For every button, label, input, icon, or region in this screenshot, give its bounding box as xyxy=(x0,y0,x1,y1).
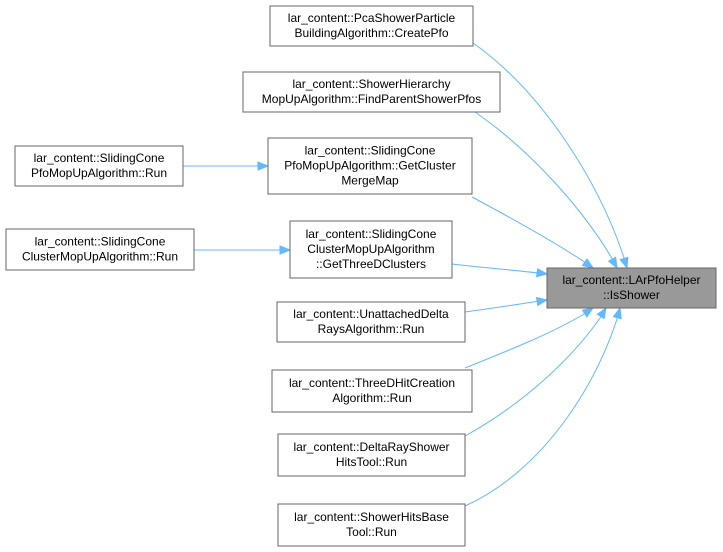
node-label-line: ::IsShower xyxy=(603,288,660,302)
edge-n2-target xyxy=(474,111,618,270)
edge-arrowhead xyxy=(596,306,607,320)
node-label-line: HitsTool::Run xyxy=(336,455,407,469)
caller-node-n3[interactable]: lar_content::SlidingConePfoMopUpAlgorith… xyxy=(267,137,473,195)
caller-node-n2[interactable]: lar_content::ShowerHierarchyMopUpAlgorit… xyxy=(242,71,501,113)
node-label-line: lar_content::SlidingCone xyxy=(34,151,165,165)
node-box xyxy=(267,137,473,195)
node-box xyxy=(277,433,466,477)
nodes-layer: lar_content::LArPfoHelper::IsShowerlar_c… xyxy=(5,5,717,547)
edge-arrowhead xyxy=(581,307,595,318)
edge-line xyxy=(451,263,547,275)
node-box xyxy=(5,228,195,271)
edge-line xyxy=(472,42,628,268)
edge-arrowhead xyxy=(619,256,629,270)
edge-line xyxy=(464,308,607,437)
edge-n9-n3 xyxy=(183,161,270,171)
node-label-line: lar_content::ShowerHierarchy xyxy=(292,77,450,91)
edge-line xyxy=(464,299,547,313)
edge-n10-n4 xyxy=(193,245,292,255)
target-node[interactable]: lar_content::LArPfoHelper::IsShower xyxy=(546,267,717,309)
edge-arrowhead xyxy=(612,306,622,320)
node-label-line: Tool::Run xyxy=(346,525,397,539)
edge-arrowhead xyxy=(535,267,549,278)
node-label-line: lar_content::SlidingCone xyxy=(35,235,166,249)
node-box xyxy=(242,71,501,113)
edge-arrowhead xyxy=(257,161,270,171)
node-label-line: MergeMap xyxy=(341,174,399,188)
edge-arrowhead xyxy=(607,256,618,270)
node-box xyxy=(14,145,184,187)
node-label-line: BuildingAlgorithm::CreatePfo xyxy=(294,26,448,40)
caller-node-n10[interactable]: lar_content::SlidingConeClusterMopUpAlgo… xyxy=(5,228,195,271)
edge-n5-target xyxy=(464,296,549,313)
edge-n3-target xyxy=(471,196,595,269)
edge-n8-target xyxy=(464,306,622,507)
node-label-line: PfoMopUpAlgorithm::Run xyxy=(31,166,167,180)
node-label-line: lar_content::ThreeDHitCreation xyxy=(289,376,455,390)
node-label-line: lar_content::LArPfoHelper xyxy=(562,273,700,287)
node-label-line: ClusterMopUpAlgorithm::Run xyxy=(22,250,178,264)
caller-node-n6[interactable]: lar_content::ThreeDHitCreationAlgorithm:… xyxy=(271,369,473,413)
caller-node-n5[interactable]: lar_content::UnattachedDeltaRaysAlgorith… xyxy=(276,301,466,343)
node-label-line: lar_content::SlidingCone xyxy=(305,144,436,158)
node-box xyxy=(271,369,473,413)
node-box xyxy=(269,5,474,47)
node-box xyxy=(546,267,717,309)
edge-arrowhead xyxy=(535,296,549,307)
node-label-line: lar_content::SlidingCone xyxy=(306,227,437,241)
node-box xyxy=(276,301,466,343)
edge-n4-target xyxy=(451,263,549,278)
node-label-line: ::GetThreeDClusters xyxy=(316,257,426,271)
node-box xyxy=(277,503,466,547)
node-label-line: lar_content::ShowerHitsBase xyxy=(294,510,449,524)
node-label-line: ClusterMopUpAlgorithm xyxy=(307,242,434,256)
edge-arrowhead xyxy=(581,258,595,269)
edge-arrowhead xyxy=(279,245,292,255)
node-label-line: lar_content::PcaShowerParticle xyxy=(288,11,456,25)
node-label-line: lar_content::UnattachedDelta xyxy=(293,307,449,321)
node-label-line: RaysAlgorithm::Run xyxy=(318,322,425,336)
node-label-line: lar_content::DeltaRayShower xyxy=(293,440,449,454)
edge-line xyxy=(471,196,593,268)
edges-layer xyxy=(183,42,629,507)
edge-line xyxy=(464,308,593,369)
caller-node-n1[interactable]: lar_content::PcaShowerParticleBuildingAl… xyxy=(269,5,474,47)
node-label-line: PfoMopUpAlgorithm::GetCluster xyxy=(284,159,455,173)
node-box xyxy=(289,220,453,279)
edge-n6-target xyxy=(464,307,595,369)
node-label-line: MopUpAlgorithm::FindParentShowerPfos xyxy=(262,92,481,106)
edge-line xyxy=(464,308,621,507)
edge-n1-target xyxy=(472,42,629,270)
edge-n7-target xyxy=(464,306,607,437)
caller-node-n4[interactable]: lar_content::SlidingConeClusterMopUpAlgo… xyxy=(289,220,453,279)
caller-node-n9[interactable]: lar_content::SlidingConePfoMopUpAlgorith… xyxy=(14,145,184,187)
edge-line xyxy=(474,111,618,268)
node-label-line: Algorithm::Run xyxy=(332,391,411,405)
